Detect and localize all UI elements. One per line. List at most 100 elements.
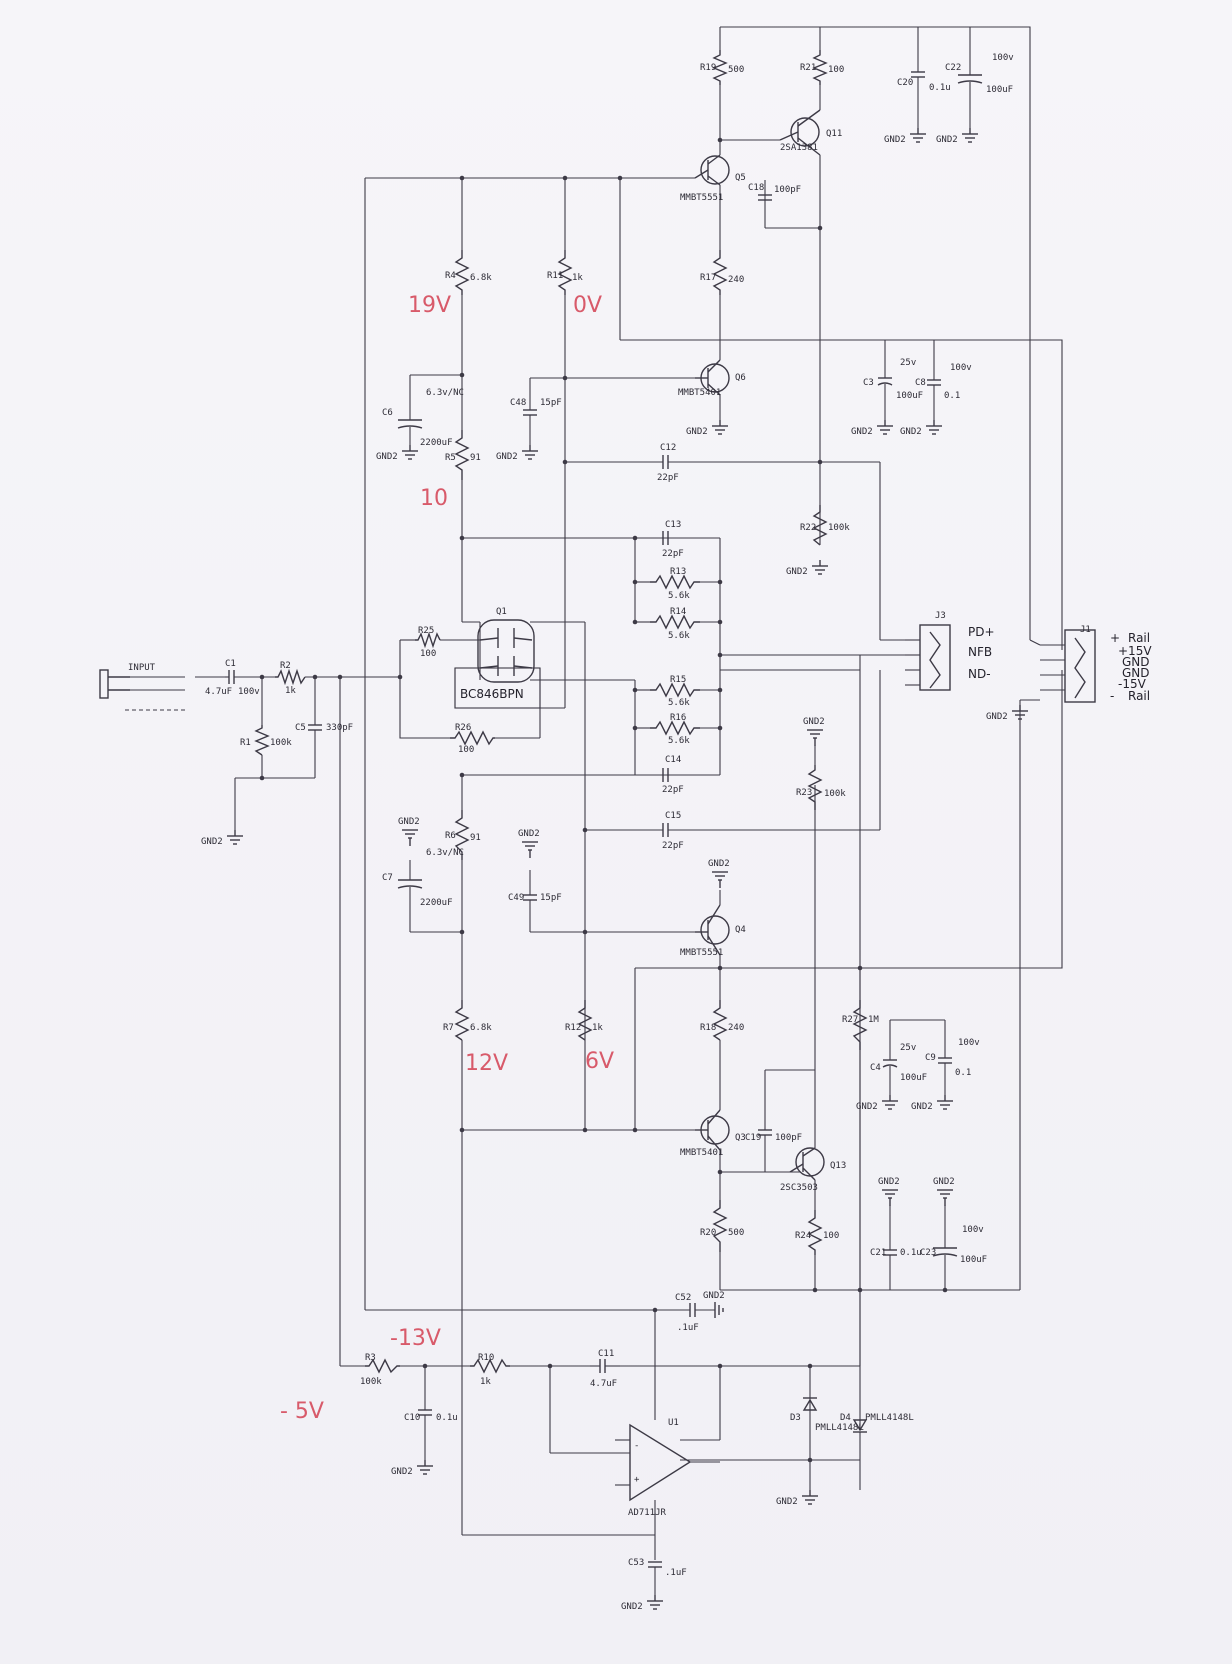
label-C8: C8 <box>915 378 926 388</box>
J1-gnd-1: GND <box>1122 655 1150 669</box>
value-C3: 100uF <box>896 391 923 401</box>
annotation-scribble: 10 <box>420 486 448 511</box>
ground-icon: GND2 <box>933 1177 955 1206</box>
label-R26: R26 <box>455 723 471 733</box>
annotation-0v: 0V <box>573 293 602 318</box>
ground-label: GND2 <box>708 859 730 869</box>
ground-label: GND2 <box>911 1102 933 1112</box>
transistors <box>454 109 825 1181</box>
label-C5: C5 <box>295 723 306 733</box>
label-C11: C11 <box>598 1349 614 1359</box>
value-C14: 22pF <box>662 785 684 795</box>
part-Q11: 2SA1381 <box>780 143 818 153</box>
value-C9: 0.1 <box>955 1068 971 1078</box>
J1-gnd-2: GND <box>1122 666 1150 680</box>
capacitor-C21 <box>883 1205 897 1290</box>
resistor-R11 <box>557 250 573 295</box>
label-C20: C20 <box>897 78 913 88</box>
capacitor-C9 <box>938 1050 952 1095</box>
capacitor-C52 <box>655 1303 715 1317</box>
label-C15: C15 <box>665 811 681 821</box>
label-C13: C13 <box>665 520 681 530</box>
resistor-R21 <box>812 50 828 85</box>
ground-icon: GND2 <box>900 420 942 437</box>
label-C48: C48 <box>510 398 526 408</box>
component-labels: INPUT C1 4.7uF 100v R2 1k R1 100k C5 330… <box>128 53 1152 1578</box>
ground-icon: GND2 <box>856 1095 898 1112</box>
value-C5: 330pF <box>326 723 353 733</box>
rating-C1: 100v <box>238 687 260 697</box>
diode-D3 <box>802 1397 818 1460</box>
label-R23: R23 <box>796 788 812 798</box>
resistor-R19 <box>712 50 728 85</box>
ground-icon: GND2 <box>851 420 893 437</box>
value-R26: 100 <box>458 745 474 755</box>
J1-rail-top: Rail <box>1128 631 1150 645</box>
label-Q1: Q1 <box>496 607 507 617</box>
part-D4: PMLL4148L <box>865 1413 914 1423</box>
ground-label: GND2 <box>201 837 223 847</box>
label-R3: R3 <box>365 1353 376 1363</box>
rating-C4: 25v <box>900 1043 916 1053</box>
label-R27: R27 <box>842 1015 858 1025</box>
resistor-R20 <box>712 1200 728 1252</box>
resistor-R1 <box>254 725 270 756</box>
value-R23: 100k <box>824 789 846 799</box>
label-R22: R22 <box>800 523 816 533</box>
label-Q11: Q11 <box>826 129 842 139</box>
ground-icon: GND2 <box>686 420 728 437</box>
rating-C22: 100v <box>992 53 1014 63</box>
value-R3: 100k <box>360 1377 382 1387</box>
transistor-Q5 <box>694 140 730 200</box>
label-C12: C12 <box>660 443 676 453</box>
value-C23: 100uF <box>960 1255 987 1265</box>
value-C49: 15pF <box>540 893 562 903</box>
part-Q13: 2SC3503 <box>780 1183 818 1193</box>
ground-icon: GND2 <box>703 1291 725 1318</box>
label-R25: R25 <box>418 626 434 636</box>
ground-icon: GND2 <box>708 859 730 888</box>
value-C10: 0.1u <box>436 1413 458 1423</box>
label-J1: J1 <box>1080 625 1091 635</box>
ground-icon: GND2 <box>391 1460 433 1477</box>
value-C7: 2200uF <box>420 898 453 908</box>
label-C49: C49 <box>508 893 524 903</box>
annotation-19v: 19V <box>408 293 451 318</box>
ground-icon: GND2 <box>803 717 825 746</box>
junctions <box>259 137 948 1463</box>
resistor-R27 <box>852 1000 868 1050</box>
label-R20: R20 <box>700 1228 716 1238</box>
capacitor-C15 <box>645 823 685 837</box>
capacitor-C11 <box>590 1359 620 1373</box>
resistors <box>254 50 868 1374</box>
ground-label: GND2 <box>856 1102 878 1112</box>
label-Q6: Q6 <box>735 373 746 383</box>
label-R10: R10 <box>478 1353 494 1363</box>
label-R14: R14 <box>670 607 686 617</box>
J1-rail-bottom: Rail <box>1128 689 1150 703</box>
ground-label: GND2 <box>986 712 1008 722</box>
diode-D4 <box>852 1419 868 1460</box>
resistor-R3 <box>365 1358 400 1374</box>
ground-icon: GND2 <box>496 445 538 462</box>
label-R21: R21 <box>800 63 816 73</box>
value-C48: 15pF <box>540 398 562 408</box>
value-R2: 1k <box>285 686 296 696</box>
ground-label: GND2 <box>703 1291 725 1301</box>
ground-icon: GND2 <box>776 1490 818 1507</box>
resistor-R22 <box>812 505 828 546</box>
resistor-R10 <box>470 1358 510 1374</box>
part-Q4: MMBT5551 <box>680 948 723 958</box>
capacitor-C14 <box>662 768 669 782</box>
value-R11: 1k <box>572 273 583 283</box>
capacitor-C10 <box>418 1400 432 1460</box>
value-R1: 100k <box>270 738 292 748</box>
capacitor-C8 <box>927 340 941 420</box>
J1-plus15: +15V <box>1118 644 1152 658</box>
connector-J3 <box>905 624 951 691</box>
label-R5: R5 <box>445 453 456 463</box>
ground-icon: GND2 <box>376 445 418 462</box>
label-R15: R15 <box>670 675 686 685</box>
value-C1: 4.7uF <box>205 687 232 697</box>
